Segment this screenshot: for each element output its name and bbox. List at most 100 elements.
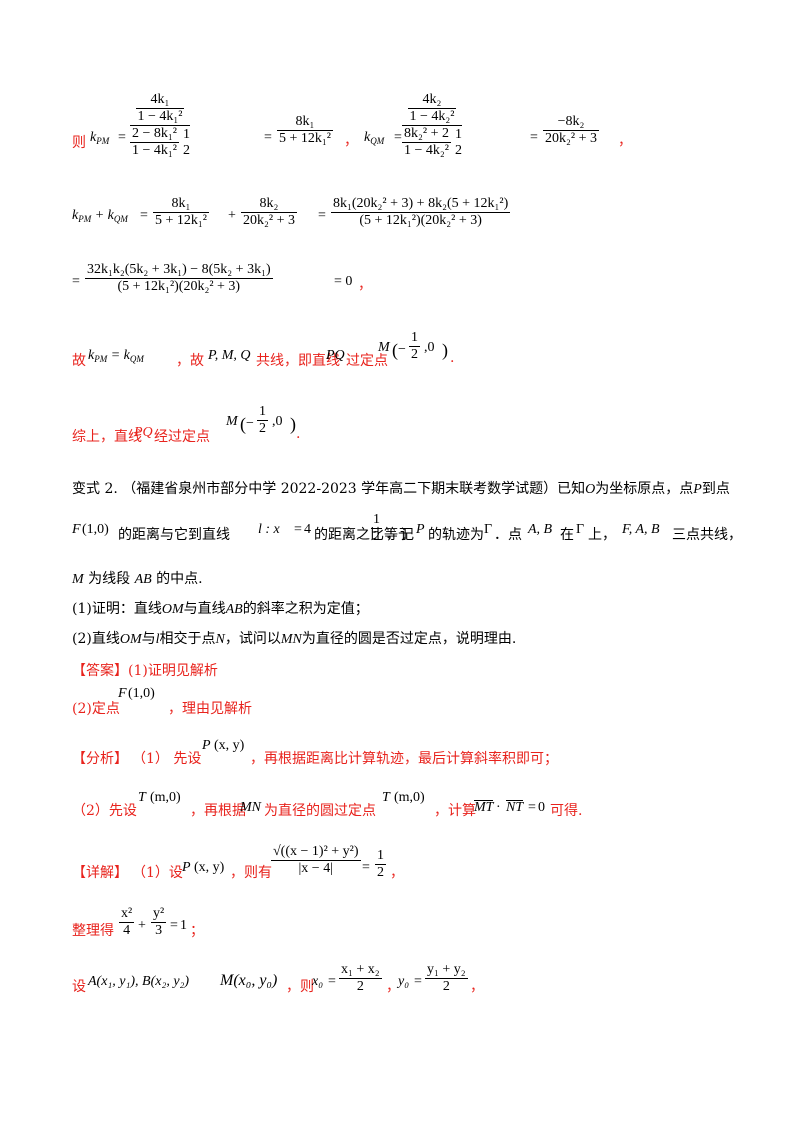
block4-rparen: ) bbox=[442, 340, 448, 360]
block2-eq1: = bbox=[140, 208, 148, 223]
detail-d1-frac-inner: √((x − 1)² + y²) |x − 4| bbox=[271, 844, 361, 877]
q2-MN: MN bbox=[280, 632, 302, 647]
problem-q2: (2)直线OM与l相交于点N，试问以MN为直径的圆是否过定点，说明理由. bbox=[72, 628, 800, 652]
block5-t1: 综上，直线 bbox=[72, 429, 142, 445]
block2-plus: + bbox=[228, 208, 236, 223]
answer-a2-pre: (2)定点 bbox=[72, 701, 120, 717]
detail-d3-x0: x₀ bbox=[312, 974, 324, 989]
block2-lhs: kPM + kQM bbox=[72, 208, 128, 224]
qm-result-frac: −8k₂ 20k₂² + 3 bbox=[540, 114, 602, 147]
pm-mid-bar bbox=[130, 142, 179, 143]
q2-post: 为直径的圆是否过定点，说明理由. bbox=[301, 631, 517, 647]
answer-line1: 【答案】(1)证明见解析 bbox=[72, 660, 800, 684]
block4-k2: k bbox=[123, 348, 130, 363]
block4-frac-num: 1 bbox=[411, 330, 418, 345]
detail-d2-end: ； bbox=[190, 923, 204, 939]
block4-line: 故 kPM = kQM ，故 P, M, Q 共线，即直线 PQ 过定点 M (… bbox=[72, 330, 800, 376]
analysis-p1-P: P bbox=[202, 738, 211, 753]
block5-frac-den: 2 bbox=[259, 421, 266, 436]
block1-sep: ， bbox=[344, 133, 358, 149]
qm-mid-bar bbox=[402, 142, 451, 143]
problem-gamma2: Γ bbox=[576, 522, 585, 537]
pm-result-bar bbox=[277, 130, 333, 131]
block2-f1: 8k₁ 5 + 12k₁² bbox=[150, 196, 212, 229]
detail-d3-sep: ， bbox=[386, 979, 400, 995]
pm-inner-den: 1 − 4k₁² bbox=[137, 109, 183, 124]
detail-d1-end: ， bbox=[390, 865, 404, 881]
block2-f2-den: 20k₂² + 3 bbox=[243, 213, 295, 228]
detail-d2-f1-bar bbox=[119, 922, 135, 923]
detail-d1-frac: √((x − 1)² + y²) |x − 4| bbox=[268, 844, 364, 877]
problem-t1: 为坐标原点，点 bbox=[595, 481, 694, 497]
q1-AB: AB bbox=[225, 602, 243, 617]
kqm-label: kQM bbox=[364, 130, 384, 146]
detail-d1-rhs-inner: 1 2 bbox=[375, 848, 386, 881]
problem-l-eq: = bbox=[294, 522, 302, 537]
block4-sub1: PM bbox=[94, 354, 108, 364]
analysis-p2-NT-vector: NT bbox=[506, 800, 524, 815]
block4-t3: 共线，即直线 bbox=[256, 353, 340, 369]
analysis-p2-dot: · bbox=[496, 800, 501, 815]
block4-pq: PQ bbox=[326, 348, 345, 363]
detail-d3-x0-num: x₁ + x₂ bbox=[341, 962, 380, 977]
q1-OM: OM bbox=[161, 602, 184, 617]
block3-rhs: = 0 bbox=[334, 274, 353, 289]
block4-lparen: ( bbox=[392, 340, 398, 360]
analysis-p2-pre: （2）先设 bbox=[72, 803, 137, 819]
problem-t3: 的距离与它到直线 bbox=[118, 527, 230, 543]
block2-k2: k bbox=[107, 208, 114, 223]
qm-mid-frac: 8k₂² + 2 1 − 4k₂² bbox=[402, 126, 451, 159]
block3-frac: 32k₁k₂(5k₂ + 3k₁) − 8(5k₂ + 3k₁) (5 + 12… bbox=[82, 262, 276, 295]
detail-d3-x0-frac-inner: x₁ + x₂ 2 bbox=[339, 962, 382, 995]
block4-pts: P, M, Q bbox=[208, 348, 251, 363]
detail-d3-x0-eq: = bbox=[328, 974, 336, 989]
detail-d3-M: M(x₀, y₀) bbox=[220, 972, 278, 989]
problem-O: O bbox=[585, 482, 596, 497]
q2-mid2: 相交于点 bbox=[159, 631, 216, 647]
block1-prefix: 则 bbox=[72, 135, 86, 151]
block3-bar bbox=[85, 278, 273, 279]
analysis-p2-T2: T bbox=[382, 790, 390, 805]
block2-f1-den: 5 + 12k₁² bbox=[155, 213, 207, 228]
problem-line1: 变式 2. （福建省泉州市部分中学 2022-2023 学年高二下期末联考数学试… bbox=[72, 478, 800, 502]
qm-inner-den: 1 − 4k₂² bbox=[409, 109, 455, 124]
qm-result-frac-inner: −8k₂ 20k₂² + 3 bbox=[543, 114, 599, 147]
block5-lparen: ( bbox=[240, 414, 246, 434]
detail-d3-pre: 设 bbox=[72, 979, 86, 995]
eq-sign-1: = bbox=[118, 130, 126, 145]
eq-sign-2: = bbox=[264, 130, 272, 145]
q2-pre: (2)直线 bbox=[72, 631, 120, 647]
problem-line2: F (1,0) 的距离与它到直线 l : x = 4 的距离之比等于 1 2 ，… bbox=[72, 512, 800, 552]
pm-result-num: 8k₁ bbox=[295, 114, 315, 129]
problem-P2: P bbox=[416, 522, 425, 537]
block1-end: ， bbox=[618, 133, 632, 149]
qm-mid-num-right: 1 bbox=[454, 126, 462, 142]
q2-OM: OM bbox=[119, 632, 142, 647]
analysis-p1-post: ，再根据距离比计算轨迹，最后计算斜率积即可； bbox=[250, 751, 558, 767]
block5-pt-tail: ,0 bbox=[272, 414, 283, 429]
qm-compound-frac: 4k₂ 1 − 4k₂² 8k₂² + 2 1 − 4k₂² 1 2 bbox=[402, 92, 462, 159]
block2-big-bar bbox=[331, 212, 511, 213]
kpm-sub: PM bbox=[96, 136, 110, 146]
detail-d1-rhs-num: 1 bbox=[377, 848, 384, 863]
pm-mid-num-right: 1 bbox=[182, 126, 190, 142]
analysis-p2-mid3: ，计算 bbox=[434, 803, 476, 819]
detail-d2-f1-den: 4 bbox=[123, 923, 131, 938]
pm-mid-den-right: 2 bbox=[182, 142, 190, 158]
problem-ratio: 1 2 bbox=[368, 512, 385, 545]
analysis-p2-coord: (m,0) bbox=[150, 790, 181, 805]
analysis-p2-mid: ，再根据 bbox=[190, 803, 246, 819]
detail-d2-pre: 整理得 bbox=[72, 923, 114, 939]
answer-a2-F: F bbox=[118, 686, 127, 701]
block4-t4: 过定点 bbox=[346, 353, 388, 369]
detail-d1-mid: ，则有 bbox=[230, 865, 272, 881]
pm-mid-right: 1 2 bbox=[183, 127, 190, 159]
block2-big-num: 8k₁(20k₂² + 3) + 8k₂(5 + 12k₁²) bbox=[333, 196, 509, 211]
problem-AB2: AB bbox=[134, 572, 152, 587]
block4-t1: 故 bbox=[72, 353, 86, 369]
eq-sign-4: = bbox=[530, 130, 538, 145]
block2-f1-inner: 8k₁ 5 + 12k₁² bbox=[153, 196, 209, 229]
problem-t4: 的距离之比等于 bbox=[314, 527, 412, 543]
analysis-p1-pre: （1） 先设 bbox=[132, 751, 202, 767]
block2-big: 8k₁(20k₂² + 3) + 8k₂(5 + 12k₁²) (5 + 12k… bbox=[328, 196, 513, 229]
